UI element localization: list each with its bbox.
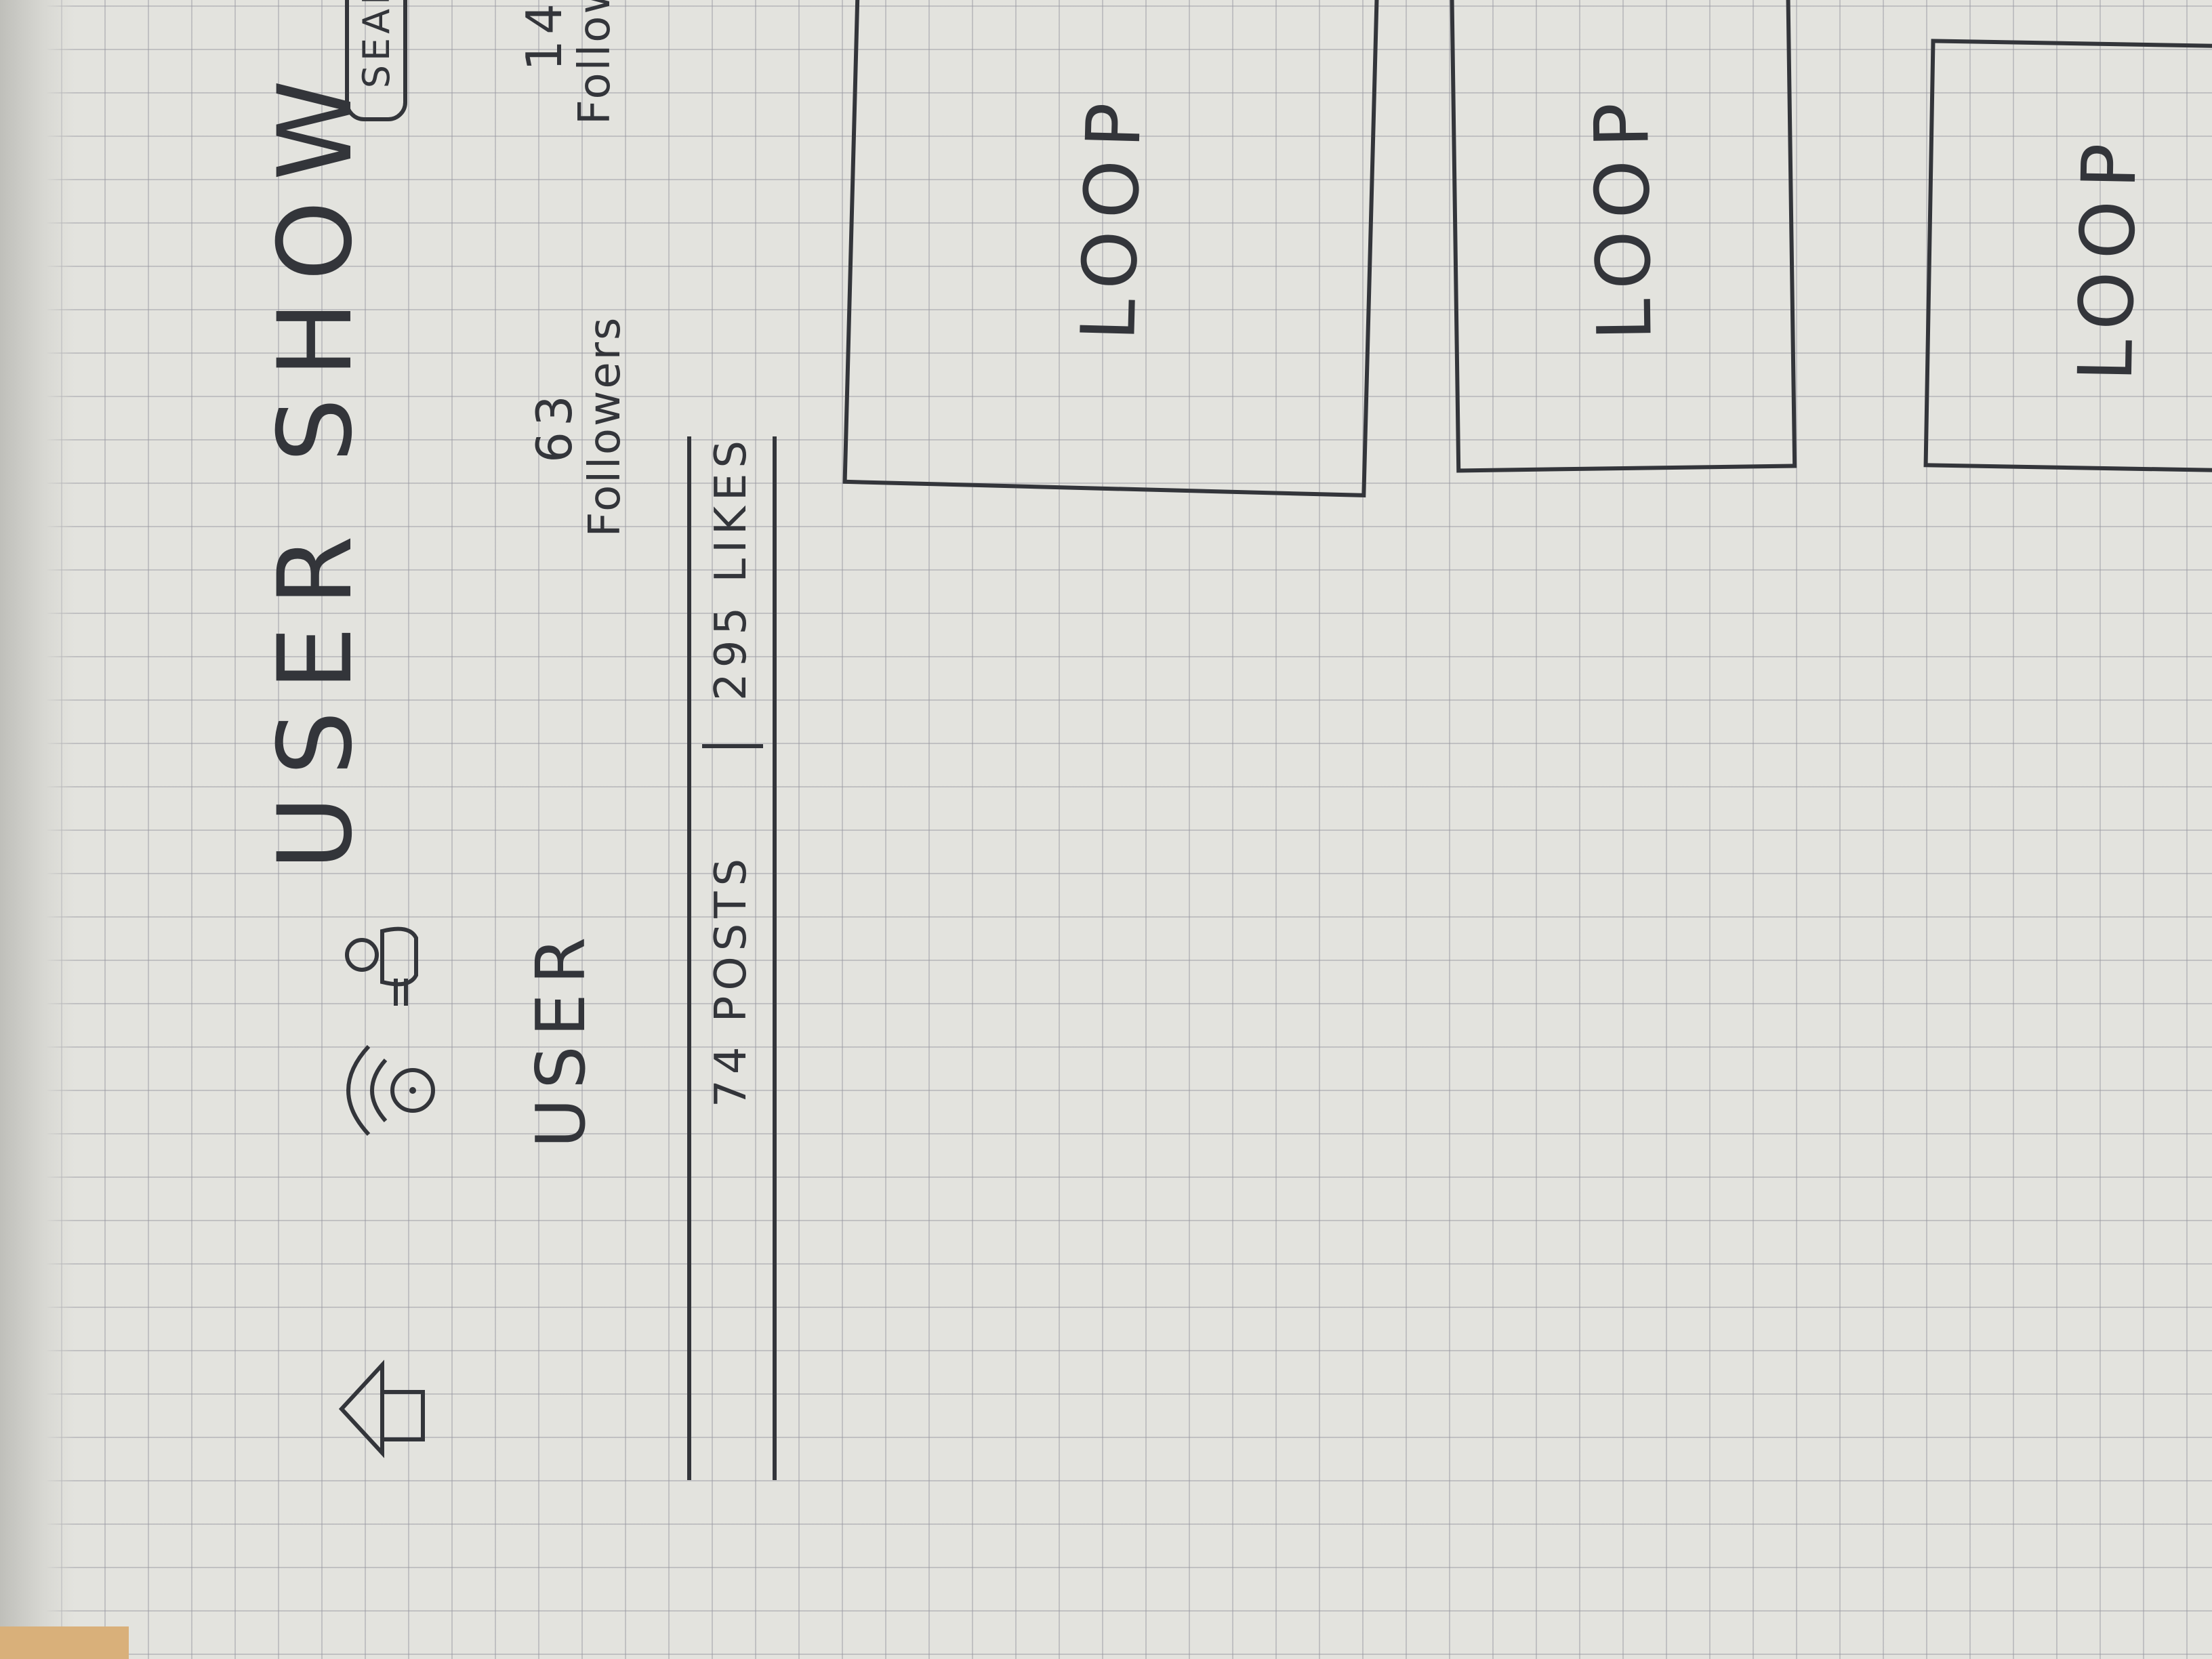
notebook-page <box>47 0 2212 1659</box>
page-title: USER SHOW <box>257 59 375 870</box>
following-count: 141 <box>516 0 573 71</box>
wireframe-sketch: USER SHOW SEARCH USER 63 Followers 141 F… <box>152 0 2212 1507</box>
tab-likes[interactable]: 295 LIKES <box>706 434 756 701</box>
tab-divider <box>702 744 763 748</box>
loop-card[interactable]: LOOP <box>842 0 1380 497</box>
loop-card-label: LOOP <box>1065 89 1158 342</box>
loop-card[interactable]: LOOP <box>1449 0 1797 473</box>
followers-count: 63 <box>526 390 583 463</box>
loop-card[interactable]: LOOP <box>1923 39 2212 474</box>
page-binding-shadow <box>0 0 75 1659</box>
search-button[interactable]: SEARCH <box>345 0 407 121</box>
wifi-icon[interactable] <box>328 1040 443 1141</box>
following-stat[interactable]: 141 Following <box>516 0 621 125</box>
following-label: Following <box>570 0 621 125</box>
followers-stat[interactable]: 63 Followers <box>526 314 631 538</box>
profile-username: USER <box>521 927 600 1148</box>
tab-posts[interactable]: 74 POSTS <box>706 853 756 1107</box>
loop-card-label: LOOP <box>2062 130 2154 382</box>
profile-tab-bar: 74 POSTS 295 LIKES <box>687 434 777 1480</box>
user-icon[interactable] <box>342 918 443 1019</box>
followers-label: Followers <box>580 315 631 537</box>
search-button-label: SEARCH <box>354 0 398 89</box>
desk-surface <box>0 1626 129 1659</box>
home-icon[interactable] <box>335 1358 430 1460</box>
loop-card-label: LOOP <box>1578 89 1668 342</box>
